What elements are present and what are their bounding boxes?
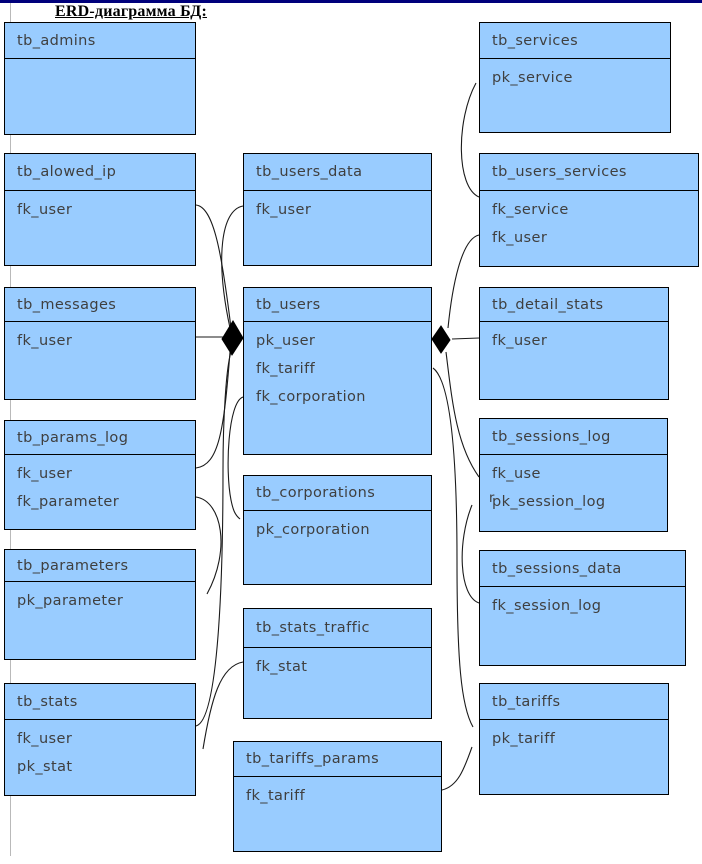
field-list: fk_stat	[244, 648, 431, 681]
table-title: tb_sessions_data	[480, 551, 685, 587]
field-list: fk_user pk_stat	[5, 720, 195, 781]
table-title: tb_corporations	[244, 476, 431, 511]
users-right-diamond	[431, 325, 451, 354]
field-list: fk_user	[5, 322, 195, 355]
field-row: pk_corporation	[256, 522, 370, 538]
relationship-line:tb_users_services.fk_user->tb_users.pk_user	[447, 234, 480, 329]
field-row: fk_session_log	[492, 598, 602, 614]
relationship-line:tb_sessions_data.fk_session_log->tb_sessions_log.pk_session_log	[461, 504, 480, 604]
table-tb_users_data: tb_users_data fk_user	[243, 153, 432, 266]
relationship-line:tb_params_log.fk_parameter->tb_parameters.pk_parameter	[195, 496, 222, 595]
field-list: fk_user	[244, 191, 431, 224]
table-tb_tariffs_params: tb_tariffs_params fk_tariff	[233, 741, 442, 852]
field-row: fk_corporation	[256, 389, 366, 405]
relationship-line:tb_users_services.fk_service->tb_services.pk_service	[460, 82, 480, 198]
field-row: fk_stat	[256, 659, 308, 675]
field-list: fk_user fk_parameter	[5, 455, 195, 516]
table-tb_users: tb_users pk_user fk_tariff fk_corporation	[243, 287, 432, 455]
field-list: fk_session_log	[480, 587, 685, 620]
table-tb_params_log: tb_params_log fk_user fk_parameter	[4, 420, 196, 530]
field-row: fk_tariff	[256, 361, 316, 377]
table-title: tb_tariffs_params	[234, 742, 441, 777]
wrapped-stray-char: r	[489, 491, 495, 506]
field-row: fk_user	[492, 230, 548, 246]
table-tb_detail_stats: tb_detail_stats fk_user	[479, 287, 669, 400]
field-list: fk_user	[480, 322, 668, 355]
field-row: fk_use	[492, 466, 541, 482]
field-row: fk_user	[492, 333, 548, 349]
table-title: tb_admins	[5, 23, 195, 59]
relationship-line:tb_alowed_ip.fk_user->tb_users.pk_user	[195, 204, 232, 329]
table-title: tb_services	[480, 23, 670, 59]
field-list: pk_service	[480, 59, 670, 92]
relationship-line:tb_detail_stats.fk_user->tb_users.pk_user	[451, 337, 480, 340]
field-row: fk_service	[492, 202, 569, 218]
field-row: pk_parameter	[17, 593, 124, 609]
field-list: pk_parameter	[5, 582, 195, 615]
table-tb_stats_traffic: tb_stats_traffic fk_stat	[243, 608, 432, 719]
field-row: pk_tariff	[492, 731, 556, 747]
table-title: tb_users_data	[244, 154, 431, 191]
users-left-diamond	[221, 320, 244, 356]
table-title: tb_stats	[5, 684, 195, 720]
field-row: pk_service	[492, 70, 573, 86]
table-tb_services: tb_services pk_service	[479, 22, 671, 133]
field-list: fk_user	[5, 191, 195, 224]
field-list: pk_tariff	[480, 720, 668, 753]
table-title: tb_parameters	[5, 550, 195, 582]
field-row: fk_user	[17, 731, 73, 747]
relationship-line:tb_tariffs_params.fk_tariff->tb_tariffs.pk_tariff	[441, 746, 472, 791]
field-list	[5, 59, 195, 64]
field-list: fk_service fk_user	[480, 191, 698, 252]
table-tb_stats: tb_stats fk_user pk_stat	[4, 683, 196, 796]
page-title: ERD-диаграмма БД:	[55, 3, 207, 20]
table-tb_alowed_ip: tb_alowed_ip fk_user	[4, 153, 196, 266]
field-row: fk_parameter	[17, 494, 120, 510]
field-row: pk_stat	[17, 759, 73, 775]
field-list: pk_user fk_tariff fk_corporation	[244, 322, 431, 411]
relationship-line:tb_stats_traffic.fk_stat->tb_stats.pk_stat	[203, 661, 244, 750]
top-rule	[0, 0, 702, 3]
table-title: tb_detail_stats	[480, 288, 668, 322]
table-title: tb_params_log	[5, 421, 195, 455]
table-tb_parameters: tb_parameters pk_parameter	[4, 549, 196, 660]
table-title: tb_sessions_log	[480, 419, 667, 455]
relationship-line:tb_users.fk_tariff->tb_tariffs.pk_tariff	[432, 367, 474, 728]
table-title: tb_messages	[5, 288, 195, 322]
field-list: fk_use pk_session_log	[480, 455, 667, 516]
field-row: pk_session_log	[492, 494, 606, 510]
field-list: fk_tariff	[234, 777, 441, 810]
table-tb_users_services: tb_users_services fk_service fk_user	[479, 153, 699, 267]
relationship-line:tb_sessions_log.fk_use->tb_users.pk_user	[445, 351, 480, 478]
table-title: tb_tariffs	[480, 684, 668, 720]
field-row: fk_user	[17, 333, 73, 349]
table-title: tb_users_services	[480, 154, 698, 191]
relationship-line:tb_params_log.fk_user->tb_users.pk_user	[195, 351, 231, 469]
table-title: tb_users	[244, 288, 431, 322]
field-row: fk_user	[256, 202, 312, 218]
field-row: fk_user	[17, 466, 73, 482]
relationship-line:tb_stats.fk_user->tb_users.pk_user	[195, 351, 232, 727]
table-tb_corporations: tb_corporations pk_corporation	[243, 475, 432, 585]
table-tb_sessions_data: tb_sessions_data fk_session_log	[479, 550, 686, 666]
table-title: tb_alowed_ip	[5, 154, 195, 191]
table-title: tb_stats_traffic	[244, 609, 431, 648]
relationship-line:tb_users_data.fk_user->tb_users.pk_user	[221, 205, 244, 329]
field-row: fk_tariff	[246, 788, 306, 804]
table-tb_tariffs: tb_tariffs pk_tariff	[479, 683, 669, 795]
field-list: pk_corporation	[244, 511, 431, 544]
table-tb_messages: tb_messages fk_user	[4, 287, 196, 400]
table-tb_admins: tb_admins	[4, 22, 196, 135]
field-row: pk_user	[256, 333, 316, 349]
field-row: fk_user	[17, 202, 73, 218]
relationship-line:tb_users.fk_corporation->tb_corporations.pk_corporation	[227, 396, 244, 520]
